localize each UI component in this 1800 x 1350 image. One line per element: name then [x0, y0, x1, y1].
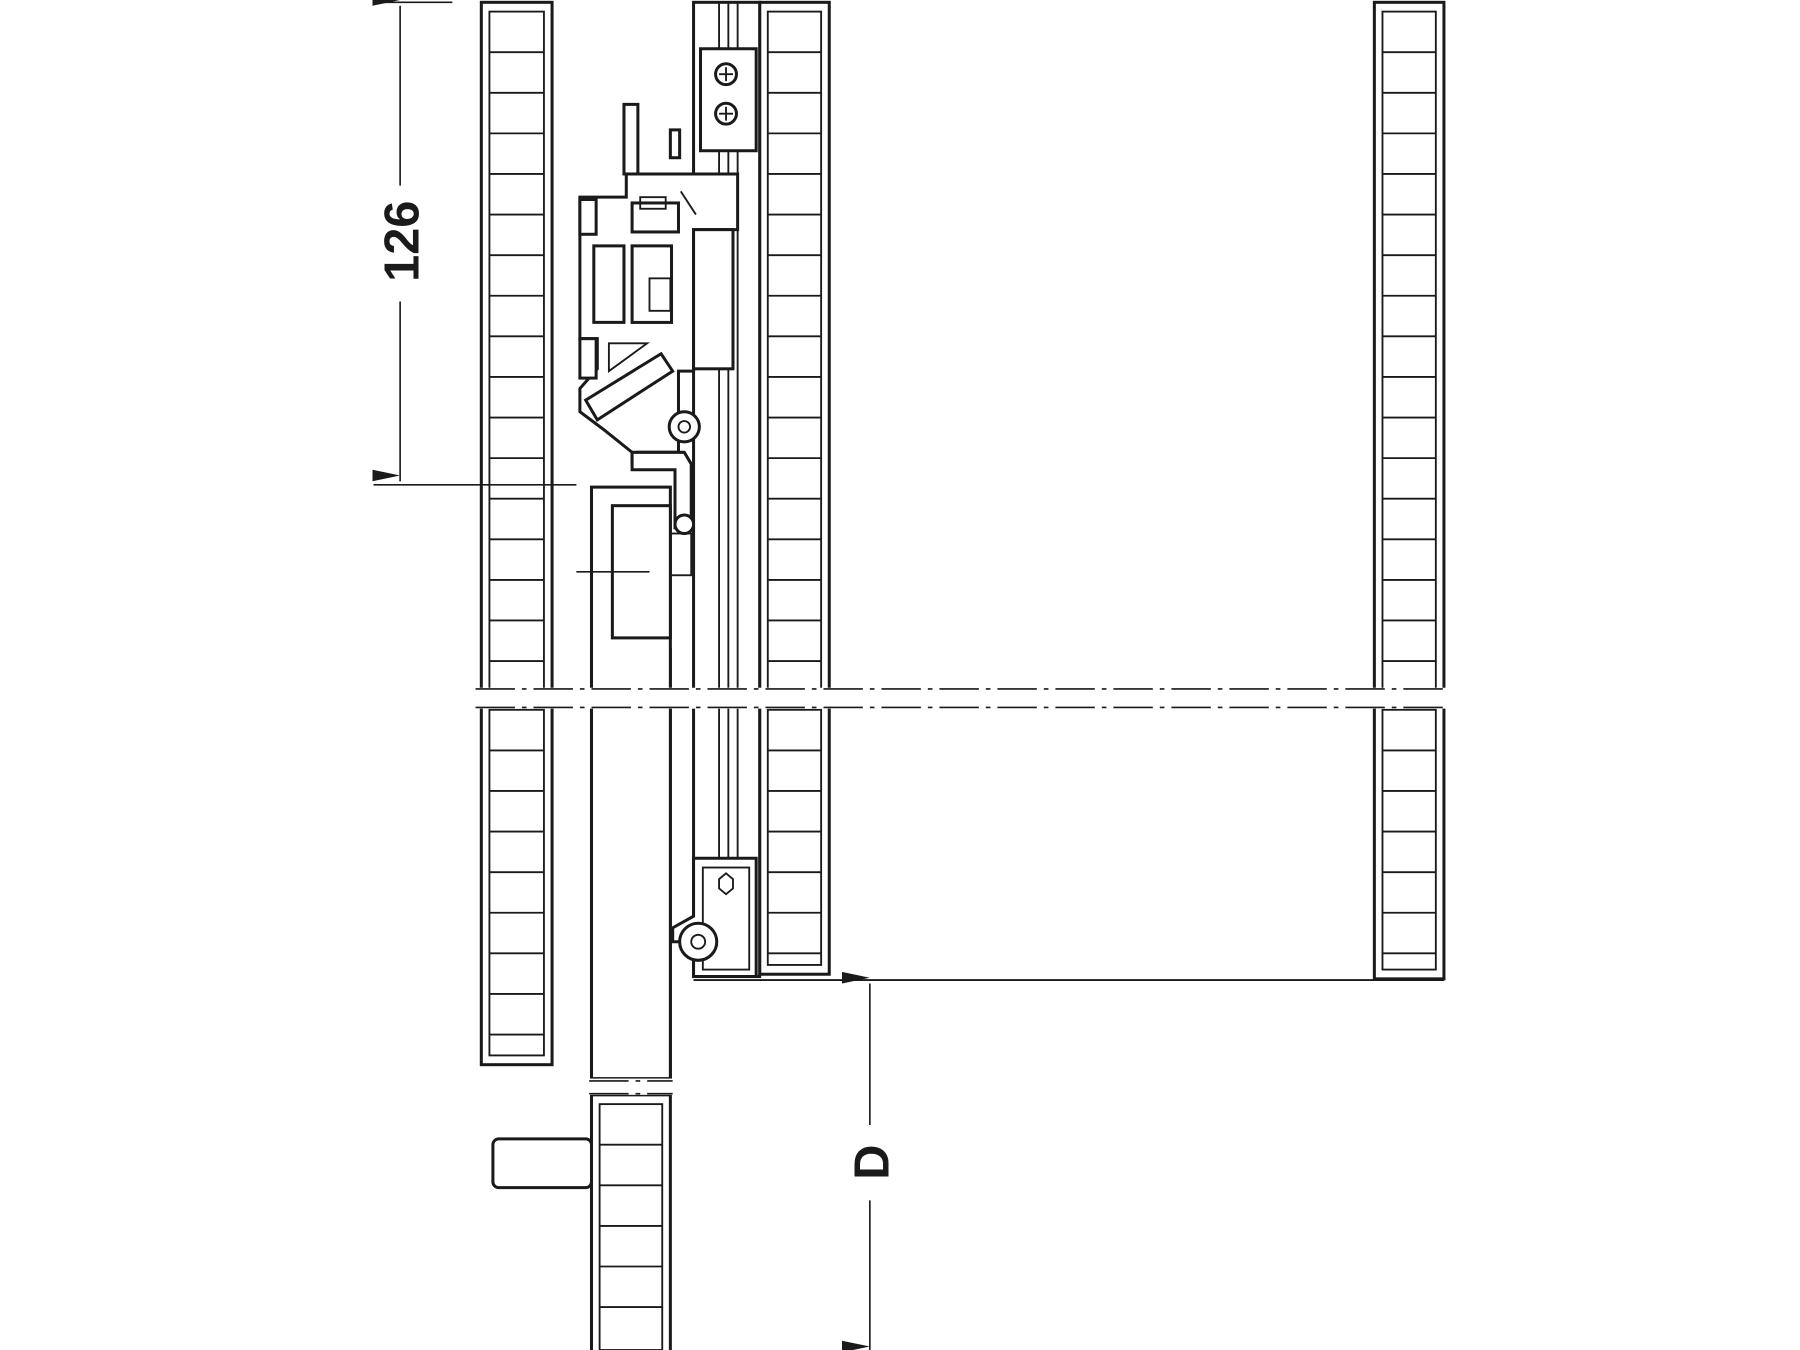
- cabinet-side-panel: [758, 0, 831, 700]
- locking-mechanism: [578, 102, 740, 536]
- dimension-label-d: D: [845, 1145, 899, 1180]
- dimension-d: D: [842, 971, 899, 1350]
- handle-knob: [491, 1137, 594, 1190]
- side-panel-left: [479, 0, 554, 700]
- side-panel-left: [479, 699, 554, 1067]
- side-panel-right: [1372, 699, 1446, 981]
- cabinet-side-panel: [758, 699, 831, 976]
- door-front: [589, 485, 693, 1081]
- door-panel-bottom: [589, 1093, 672, 1350]
- dimension-label-126: 126: [376, 201, 430, 282]
- runner-rail: [692, 0, 762, 979]
- mounting-bracket: [699, 47, 758, 153]
- lower-bracket: [671, 856, 758, 979]
- break-lines: [469, 687, 1450, 1095]
- side-panel-right: [1372, 0, 1446, 700]
- dimension-126: 126: [372, 0, 650, 573]
